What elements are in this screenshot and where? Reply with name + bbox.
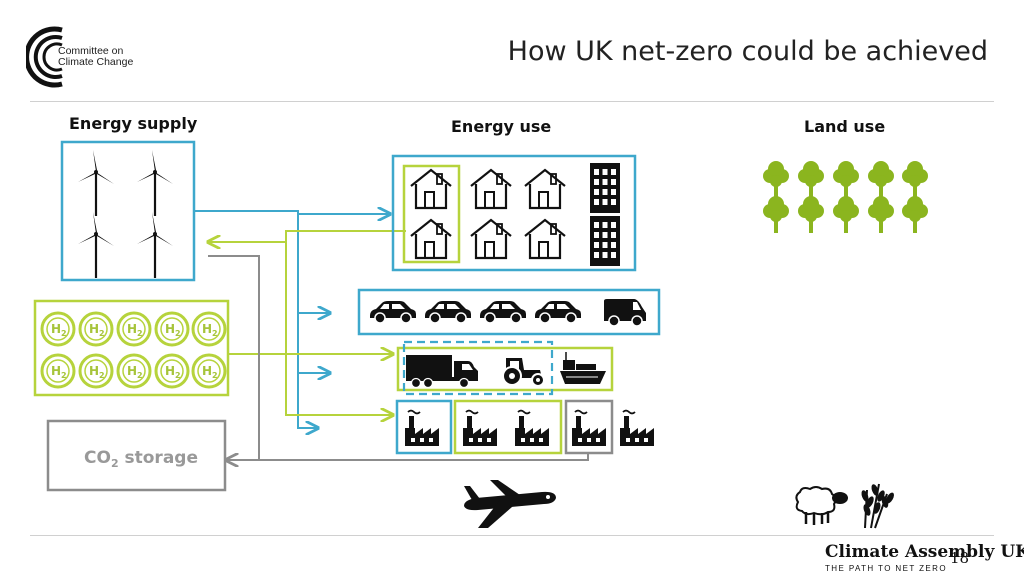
tree-icon	[798, 161, 824, 198]
svg-text:H2: H2	[202, 322, 218, 338]
svg-text:H2: H2	[202, 364, 218, 380]
climate-assembly-brand: Climate Assembly UK	[825, 542, 1024, 562]
heading-energy-use: Energy use	[451, 117, 552, 136]
hydrogen-icon: H2	[154, 311, 190, 347]
house-icon	[409, 218, 453, 260]
co2-return-arrow	[226, 454, 589, 460]
page-title: How UK net-zero could be achieved	[507, 36, 988, 67]
heading-energy-supply: Energy supply	[69, 114, 198, 133]
tree-icon	[868, 161, 894, 198]
electrified-industry-box	[395, 399, 453, 455]
tree-icon	[902, 196, 928, 233]
factory-icon	[404, 409, 440, 447]
footer-divider	[30, 535, 994, 536]
green-trunk-line	[285, 231, 393, 415]
tree-icon	[833, 196, 859, 233]
tree-icon	[902, 161, 928, 198]
hydrogen-icon: H2	[116, 353, 152, 389]
tree-icon	[763, 196, 789, 233]
wheat-icon	[861, 483, 894, 529]
wind-turbine-icon	[76, 148, 116, 218]
hydrogen-supply-box	[33, 299, 230, 397]
house-icon	[469, 218, 513, 260]
house-icon	[409, 168, 453, 210]
ccc-logo: Committee on Climate Change	[26, 24, 156, 90]
ship-icon	[560, 352, 606, 384]
factory-icon	[571, 409, 607, 447]
road-vehicles-box	[357, 288, 661, 336]
factory-icon	[514, 409, 550, 447]
hydrogen-icon: H2	[78, 353, 114, 389]
office-building-icon	[590, 216, 620, 266]
tree-icon	[868, 196, 894, 233]
hydrogen-industry-box	[453, 399, 563, 455]
house-icon	[523, 168, 567, 210]
buildings-box	[391, 154, 637, 272]
aeroplane-icon	[464, 480, 556, 528]
svg-text:H2: H2	[127, 364, 143, 380]
hydrogen-icon: H2	[191, 311, 227, 347]
house-icon	[523, 218, 567, 260]
tree-icon	[763, 161, 789, 198]
header-divider	[30, 101, 994, 102]
wind-to-buildings-arrow	[194, 211, 390, 214]
ccs-industry-box	[564, 399, 614, 455]
hydrogen-to-wind-arrow	[208, 230, 406, 242]
hydrogen-icon: H2	[116, 311, 152, 347]
wind-turbine-icon	[135, 148, 175, 218]
climate-assembly-tagline: THE PATH TO NET ZERO	[825, 564, 947, 573]
hydrogen-icon: H2	[191, 353, 227, 389]
tree-icon	[798, 196, 824, 233]
logo-line-1: Committee on	[58, 45, 124, 57]
hydrogen-icon: H2	[78, 311, 114, 347]
wind-turbine-icon	[135, 210, 175, 280]
electrified-freight-dashed-box	[402, 340, 554, 396]
factory-icon	[619, 409, 655, 447]
hydrogen-icon: H2	[154, 353, 190, 389]
van-icon	[604, 299, 646, 327]
factory-icon	[462, 409, 498, 447]
sheep-icon	[795, 486, 848, 525]
car-icon	[534, 300, 582, 324]
co2-capture-line	[208, 255, 260, 460]
heading-land-use: Land use	[804, 117, 886, 136]
svg-text:H2: H2	[165, 322, 181, 338]
svg-text:H2: H2	[127, 322, 143, 338]
ccc-logo-mark-icon	[26, 26, 63, 88]
hydrogen-icon: H2	[40, 311, 76, 347]
svg-text:H2: H2	[89, 364, 105, 380]
car-icon	[479, 300, 527, 324]
tractor-icon	[502, 358, 545, 387]
car-icon	[369, 300, 417, 324]
office-building-icon	[590, 163, 620, 213]
svg-text:H2: H2	[51, 364, 67, 380]
hydrogen-icon: H2	[40, 353, 76, 389]
svg-text:H2: H2	[89, 322, 105, 338]
logo-line-2: Climate Change	[58, 56, 134, 68]
svg-text:H2: H2	[165, 364, 181, 380]
wind-supply-box	[60, 140, 196, 282]
wind-turbine-icon	[76, 210, 116, 280]
tree-icon	[833, 161, 859, 198]
freight-box	[396, 346, 614, 392]
co2-storage-label: CO2 storage	[84, 448, 198, 470]
lorry-icon	[406, 355, 478, 389]
blue-trunk-line	[297, 214, 318, 428]
car-icon	[424, 300, 472, 324]
page-number: 18	[950, 549, 970, 567]
hydrogen-heated-homes-box	[402, 164, 461, 264]
house-icon	[469, 168, 513, 210]
svg-text:H2: H2	[51, 322, 67, 338]
